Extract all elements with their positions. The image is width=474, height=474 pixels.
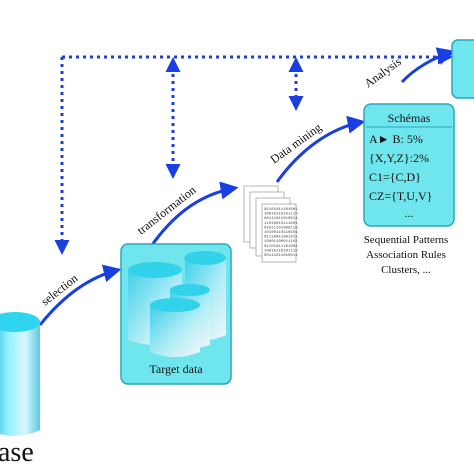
schema-line-4: CZ={T,U,V} (369, 189, 432, 203)
database-label: ase (0, 437, 34, 468)
schema-line-5: ... (405, 206, 414, 220)
target-data-box: Target data (120, 243, 232, 385)
svg-text:11010010111001: 11010010111001 (264, 222, 298, 226)
svg-text:10100110110101: 10100110110101 (264, 231, 298, 235)
schema-line-1: A► B: 5% (369, 132, 423, 146)
patterns-line-1: Sequential Patterns (364, 234, 449, 246)
arrow-selection (38, 264, 122, 326)
svg-text:10010110101110: 10010110101110 (264, 213, 298, 217)
schema-line-3: C1={C,D} (369, 170, 421, 184)
database-cylinder (0, 312, 40, 436)
arrow-data-mining (275, 115, 366, 183)
target-data-cylinders-icon (128, 251, 226, 357)
schemas-box: Schémas A► B: 5% {X,Y,Z}:2% C1={C,D} CZ=… (363, 103, 455, 227)
svg-text:00111011010011: 00111011010011 (264, 217, 298, 221)
process-arrows (38, 47, 456, 326)
knowledge-box (451, 39, 474, 99)
patterns-line-2: Association Rules (366, 249, 446, 261)
feedback-lines (54, 49, 453, 255)
arrow-analysis (400, 47, 456, 84)
arrow-transformation (150, 181, 239, 246)
target-data-label: Target data (149, 362, 203, 376)
svg-text:00111011010011: 00111011010011 (264, 254, 298, 258)
schema-line-2: {X,Y,Z}:2% (369, 151, 429, 165)
label-analysis: Analysis (362, 54, 404, 90)
transformed-data-pages-icon: 0110101110100110010110101110001110110100… (243, 185, 298, 263)
svg-text:10001100011101: 10001100011101 (264, 240, 298, 244)
patterns-line-3: Clusters, ... (381, 264, 431, 276)
schemas-title: Schémas (388, 111, 431, 125)
svg-text:01011101000110: 01011101000110 (264, 226, 298, 230)
svg-text:01101011101001: 01101011101001 (264, 208, 298, 212)
svg-text:10010110101110: 10010110101110 (264, 249, 298, 253)
svg-text:01101011101001: 01101011101001 (264, 245, 298, 249)
svg-text:01110011001011: 01110011001011 (264, 236, 298, 240)
